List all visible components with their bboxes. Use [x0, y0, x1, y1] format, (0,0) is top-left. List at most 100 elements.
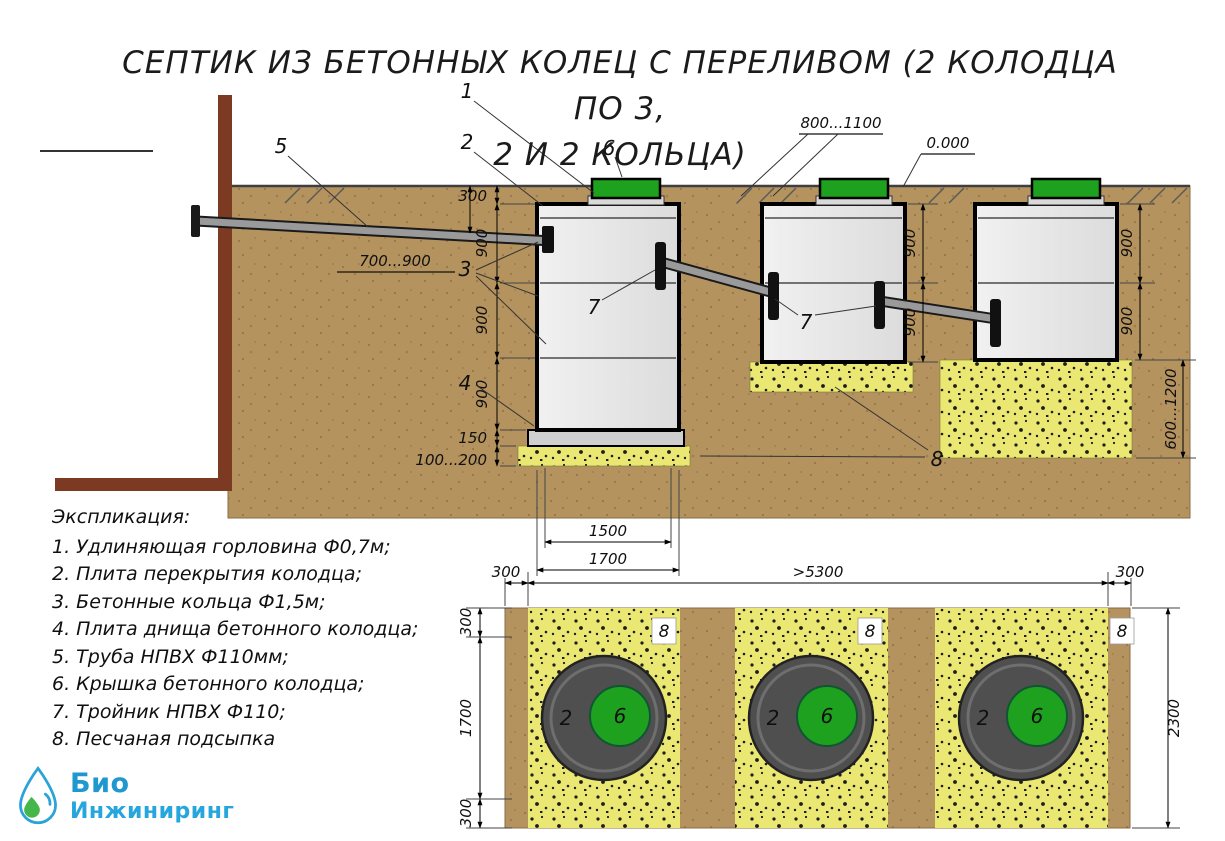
well1-cover: [590, 177, 662, 200]
logo-text-line2: Инжиниринг: [70, 799, 235, 824]
legend-item: 2. Плита перекрытия колодца;: [52, 563, 362, 585]
legend-item: 8. Песчаная подсыпка: [52, 728, 276, 750]
plan-dim-left-bot: 300: [457, 799, 475, 828]
soil-hatch-marks: [284, 187, 1188, 204]
well1-bottom-slab: [527, 429, 685, 447]
callout-5: 5: [275, 134, 288, 158]
dim-label-spacing: 800...1100: [800, 114, 881, 132]
dim-label-burial: 300: [458, 187, 487, 205]
plan-sand3-tag-box: [1109, 617, 1135, 645]
plan-sand1-tag: 8: [659, 622, 670, 642]
callout-1: 1: [461, 79, 474, 103]
logo-text-line1: Био: [70, 768, 130, 799]
plan-well3-ring-label: 2: [977, 706, 990, 730]
extension-lines-left: [500, 185, 535, 467]
page-title-line2: 2 И 2 КОЛЬЦА): [493, 137, 747, 173]
well1-ring-joints: [540, 217, 676, 359]
basement-wall-vertical: [218, 95, 232, 491]
plan-dim-margin-left: 300: [492, 563, 521, 581]
legend-item: 5. Труба НПВХ Ф110мм;: [52, 645, 289, 668]
plan-well1-cover: [589, 685, 651, 747]
well2-cover: [818, 177, 890, 200]
dim-label-well2-ring2: 900: [901, 308, 919, 337]
plan-well3-cover-label: 6: [1031, 704, 1044, 728]
callout-leader-lines: [287, 100, 929, 458]
callout-3: 3: [459, 257, 472, 281]
sand-bedding-well2: [749, 361, 914, 393]
logo-text: Био Инжиниринг: [70, 768, 234, 824]
inlet-pipe: [191, 205, 554, 253]
dim-label-sand-depth: 600...1200: [1162, 368, 1180, 449]
callout-7-well1: 7: [588, 295, 601, 319]
legend-item: 4. Плита днища бетонного колодца;: [52, 618, 419, 640]
dim-label-ring1: 900: [473, 229, 491, 258]
page-title: СЕПТИК ИЗ БЕТОННЫХ КОЛЕЦ С ПЕРЕЛИВОМ (2 …: [115, 40, 1125, 178]
dim-chain-right: [1137, 203, 1186, 459]
tee-well2-inlet: [768, 272, 779, 320]
extension-lines-right: [1120, 203, 1196, 459]
dim-label-inner-diameter: 1500: [589, 522, 627, 540]
dim-label-ring2: 900: [473, 306, 491, 335]
zero-level-leader: [902, 153, 922, 188]
company-logo: Био Инжиниринг: [14, 764, 234, 828]
plan-well1-ring-rim: [549, 663, 659, 773]
page-title-line1: СЕПТИК ИЗ БЕТОННЫХ КОЛЕЦ С ПЕРЕЛИВОМ (2 …: [122, 45, 1118, 127]
plan-dim-total: 2300: [1165, 699, 1183, 737]
plan-dim-margin-right: 300: [1116, 563, 1145, 581]
inlet-pipe-cap: [191, 205, 200, 237]
extension-lines-bottom: [536, 468, 680, 576]
legend-item: 3. Бетонные кольца Ф1,5м;: [52, 590, 326, 613]
legend-item: 1. Удлиняющая горловина Ф0,7м;: [52, 535, 391, 558]
dim-label-ring3: 900: [473, 380, 491, 409]
callout-8: 8: [931, 447, 944, 471]
sand-bedding-well3: [939, 359, 1133, 459]
plan-extension-lines: [466, 572, 1180, 829]
legend-title: Экспликация:: [52, 506, 191, 528]
plan-well1-cover-label: 6: [614, 704, 627, 728]
pipe-well2-well3: [879, 295, 997, 325]
plan-well3-cover: [1006, 685, 1068, 747]
plan-dim-left-mid: 1700: [457, 699, 475, 737]
legend: Экспликация: 1. Удлиняющая горловина Ф0,…: [52, 504, 418, 754]
callout-6: 6: [603, 136, 616, 160]
plan-well2-cover: [796, 685, 858, 747]
plan-well2-ring-rim: [756, 663, 866, 773]
dim-label-zero-level: 0.000: [927, 134, 970, 152]
plan-dim-lines: [477, 580, 1171, 829]
dim-label-well3-ring1: 900: [1118, 229, 1136, 258]
basement-wall-floor: [55, 478, 232, 491]
tee-well2-outlet: [874, 281, 885, 329]
legend-item: 6. Крышка бетонного колодца;: [52, 673, 365, 695]
pipe-well1-well2: [659, 256, 776, 299]
tee-well1-outlet: [655, 242, 666, 290]
plan-dim-left-top: 300: [457, 608, 475, 637]
dim-label-bedding: 100...200: [415, 451, 487, 469]
water-drop-icon: [19, 766, 57, 825]
spacing-leader-lines: [740, 133, 839, 197]
legend-item: 7. Тройник НПВХ Ф110;: [52, 700, 286, 723]
plan-sand2-tag: 8: [865, 622, 876, 642]
plan-well3-ring-rim: [966, 663, 1076, 773]
plan-well2-ring-label: 2: [767, 706, 780, 730]
callout-7-well2: 7: [800, 310, 813, 334]
plan-well1-ring-label: 2: [560, 706, 573, 730]
sand-bedding-well1: [517, 445, 691, 467]
callout-4: 4: [459, 371, 472, 395]
callout-2: 2: [461, 130, 474, 154]
plan-sand1-tag-box: [651, 617, 677, 645]
dim-label-outer-diameter: 1700: [589, 550, 627, 568]
dim-label-pipe-depth: 700...900: [359, 252, 431, 270]
inlet-wall-fitting: [542, 226, 554, 253]
dim-label-slab: 150: [458, 429, 487, 447]
plan-dim-span: >5300: [793, 563, 844, 581]
well1-body: [535, 202, 681, 432]
dim-label-well2-ring1: 900: [901, 229, 919, 258]
well3-cover: [1030, 177, 1102, 200]
dim-label-well3-ring2: 900: [1118, 307, 1136, 336]
tee-well3-inlet: [990, 299, 1001, 347]
plan-sand3-tag: 8: [1117, 622, 1128, 642]
plan-sand2-tag-box: [857, 617, 883, 645]
plan-view: 2 6 2 6 2 6 8 8 8: [457, 563, 1183, 829]
